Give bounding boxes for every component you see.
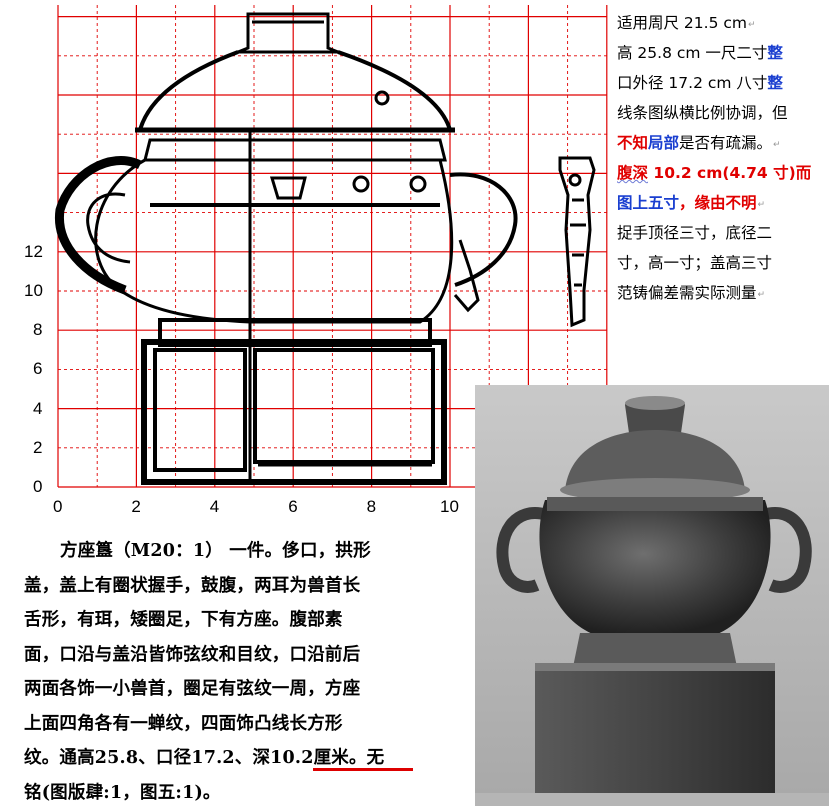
x-tick-label: 2 — [131, 497, 140, 517]
x-tick-label: 0 — [53, 497, 62, 517]
measurement-notes: 适用周尺 21.5 cm↵ 高 25.8 cm 一尺二寸整 口外径 17.2 c… — [617, 8, 839, 308]
note-text: 线条图纵横比例协调，但 — [617, 104, 788, 122]
highlight-red: 不知 — [617, 134, 648, 152]
vessel-line-drawing — [59, 14, 515, 482]
y-tick-label: 8 — [33, 320, 42, 340]
highlight-blue: 局部 — [648, 134, 679, 152]
y-tick-label: 12 — [24, 242, 43, 262]
note-text: 适用周尺 21.5 cm — [617, 14, 747, 32]
note-text: 寸，高一寸；盖高三寸 — [617, 254, 772, 272]
x-tick-label: 8 — [367, 497, 376, 517]
desc-line: 两面各饰一小兽首，圈足有弦纹一周，方座 — [24, 672, 476, 707]
note-text: 高 25.8 cm 一尺二寸 — [617, 44, 767, 62]
desc-line: 上面四角各有一蝉纹，四面饰凸线长方形 — [24, 707, 476, 742]
depth-underline — [313, 768, 413, 771]
highlight-red: ，缘由不明 — [679, 194, 757, 212]
note-ruler-standard: 适用周尺 21.5 cm↵ — [617, 8, 839, 38]
y-tick-label: 6 — [33, 359, 42, 379]
highlight-blue: 图上五寸 — [617, 194, 679, 212]
note-omission: 不知局部是否有疏漏。↵ — [617, 128, 839, 158]
note-proportion: 线条图纵横比例协调，但 — [617, 98, 839, 128]
note-text: 范铸偏差需实际测量 — [617, 284, 757, 302]
highlight-red: 10.2 cm(4.74 寸)而 — [648, 164, 811, 182]
note-text: 捉手顶径三寸，底径二 — [617, 224, 772, 242]
y-tick-label: 4 — [33, 399, 42, 419]
y-tick-label: 0 — [33, 477, 42, 497]
note-belly-depth: 腹深 10.2 cm(4.74 寸)而 — [617, 158, 839, 188]
desc-line: 方座簋（M20：1） 一件。侈口，拱形 — [24, 534, 476, 569]
vessel-photo — [475, 385, 829, 806]
desc-line: 舌形，有珥，矮圈足，下有方座。腹部素 — [24, 603, 476, 638]
note-mouth-diameter: 口外径 17.2 cm 八寸整 — [617, 68, 839, 98]
desc-line: 面，口沿与盖沿皆饰弦纹和目纹，口沿前后 — [24, 638, 476, 673]
highlight-blue: 整 — [767, 44, 783, 62]
side-profile-drawing — [560, 158, 594, 325]
x-tick-label: 6 — [288, 497, 297, 517]
note-casting-deviation: 范铸偏差需实际测量↵ — [617, 278, 839, 308]
highlight-blue: 整 — [767, 74, 783, 92]
note-lid-height: 寸，高一寸；盖高三寸 — [617, 248, 839, 278]
y-tick-label: 2 — [33, 438, 42, 458]
note-height: 高 25.8 cm 一尺二寸整 — [617, 38, 839, 68]
note-text: 口外径 17.2 cm 八寸 — [617, 74, 767, 92]
note-drawing-discrepancy: 图上五寸，缘由不明↵ — [617, 188, 839, 218]
note-knob-size: 捉手顶径三寸，底径二 — [617, 218, 839, 248]
y-tick-label: 10 — [24, 281, 43, 301]
highlight-red: 腹深 — [617, 164, 648, 182]
note-text: 是否有疏漏。 — [679, 134, 772, 152]
x-tick-label: 4 — [210, 497, 219, 517]
desc-line: 铭(图版肆:1，图五:1)。 — [24, 776, 476, 810]
desc-line: 盖，盖上有圈状握手，鼓腹，两耳为兽首长 — [24, 569, 476, 604]
x-tick-label: 10 — [440, 497, 459, 517]
